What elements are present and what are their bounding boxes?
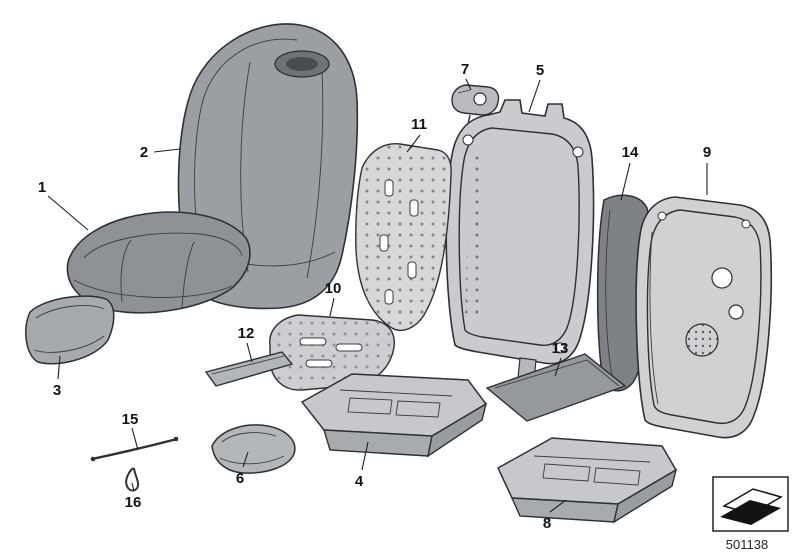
callout-2[interactable]: 2 <box>140 144 148 161</box>
callout-14[interactable]: 14 <box>622 144 639 161</box>
callout-9[interactable]: 9 <box>703 144 711 161</box>
part-small-foam-pad <box>211 424 296 474</box>
part-cushion-heater-mat <box>269 314 395 391</box>
part-seat-foam-front <box>300 373 488 458</box>
callout-7[interactable]: 7 <box>461 61 469 78</box>
callout-1[interactable]: 1 <box>38 179 46 196</box>
callout-8[interactable]: 8 <box>543 515 551 532</box>
callout-16[interactable]: 16 <box>125 494 142 511</box>
callout-4[interactable]: 4 <box>355 473 364 490</box>
part-flat-mat <box>485 353 627 422</box>
callout-11[interactable]: 11 <box>411 116 427 133</box>
callout-3[interactable]: 3 <box>53 382 61 399</box>
callout-5[interactable]: 5 <box>536 62 544 79</box>
callout-13[interactable]: 13 <box>552 340 569 357</box>
diagram-part-number: 501138 <box>726 537 768 552</box>
callout-6[interactable]: 6 <box>236 470 244 487</box>
part-support-wedge <box>204 351 294 387</box>
callout-15[interactable]: 15 <box>122 411 139 428</box>
callouts: 1 2 3 4 5 6 7 8 9 10 11 12 13 14 15 16 <box>38 61 711 532</box>
callout-10[interactable]: 10 <box>325 280 342 297</box>
part-seat-foam-rear <box>497 437 678 524</box>
speaker-grille <box>685 323 719 357</box>
callout-12[interactable]: 12 <box>238 325 255 342</box>
part-backrest-frame-shell <box>635 196 773 439</box>
diagram-marker-icon <box>712 476 789 532</box>
part-backrest-heater-mat <box>355 143 452 332</box>
part-side-bolster-pad <box>25 295 115 365</box>
part-retaining-clip <box>125 467 140 492</box>
part-wire-rod <box>90 436 179 462</box>
part-backrest-frame-pad <box>445 99 595 381</box>
part-retaining-bracket <box>451 84 500 125</box>
leader-lines <box>47 78 708 513</box>
